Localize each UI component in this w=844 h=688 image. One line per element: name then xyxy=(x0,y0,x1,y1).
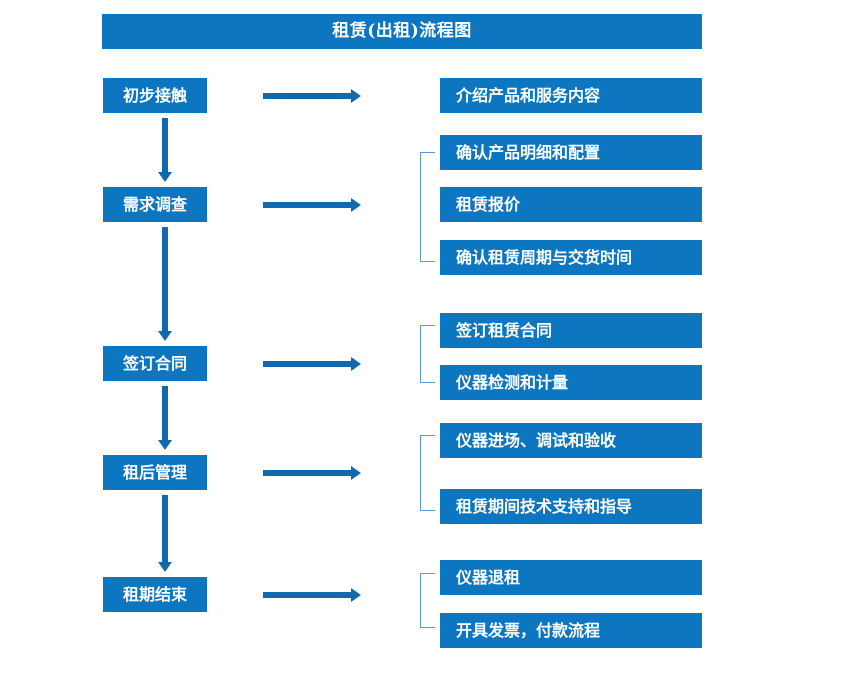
detail-label: 仪器退租 xyxy=(456,567,521,587)
detail-box-instrument-return[interactable]: 仪器退租 xyxy=(440,560,702,595)
detail-label: 仪器进场、调试和验收 xyxy=(456,430,617,450)
stage-box-initial-contact[interactable]: 初步接触 xyxy=(103,78,207,113)
page-title: 租赁(出租)流程图 xyxy=(332,21,472,41)
stage-label: 需求调查 xyxy=(122,194,187,214)
stage-box-lease-end[interactable]: 租期结束 xyxy=(103,577,207,612)
detail-label: 租赁报价 xyxy=(456,194,521,214)
detail-box-confirm-period-delivery[interactable]: 确认租赁周期与交货时间 xyxy=(440,240,702,275)
detail-label: 介绍产品和服务内容 xyxy=(456,85,601,105)
stage-box-sign-contract[interactable]: 签订合同 xyxy=(103,346,207,381)
down-arrow-icon-1 xyxy=(158,118,172,182)
arrow-shaft xyxy=(162,495,168,562)
arrow-shaft xyxy=(263,93,351,99)
arrow-shaft xyxy=(162,227,168,331)
detail-box-rental-quote[interactable]: 租赁报价 xyxy=(440,187,702,222)
stage-label: 初步接触 xyxy=(122,85,187,105)
detail-label: 开具发票，付款流程 xyxy=(456,620,601,640)
arrow-head xyxy=(158,562,172,572)
right-arrow-icon-1 xyxy=(263,89,361,103)
down-arrow-icon-4 xyxy=(158,495,172,572)
right-arrow-icon-3 xyxy=(263,357,361,371)
arrow-shaft xyxy=(162,386,168,440)
group-bracket-sign-contract xyxy=(420,325,435,383)
right-arrow-icon-4 xyxy=(263,466,361,480)
arrow-head xyxy=(158,172,172,182)
arrow-shaft xyxy=(263,470,351,476)
arrow-head xyxy=(351,198,361,212)
detail-box-sign-rental-contract[interactable]: 签订租赁合同 xyxy=(440,313,702,348)
arrow-shaft xyxy=(263,592,351,598)
detail-box-instrument-inspection[interactable]: 仪器检测和计量 xyxy=(440,365,702,400)
stage-box-post-rental-management[interactable]: 租后管理 xyxy=(103,455,207,490)
detail-label: 租赁期间技术支持和指导 xyxy=(456,496,633,516)
detail-label: 确认租赁周期与交货时间 xyxy=(456,247,633,267)
group-bracket-post-rental-management xyxy=(420,435,435,511)
detail-box-invoice-payment[interactable]: 开具发票，付款流程 xyxy=(440,613,702,648)
flowchart-title-banner: 租赁(出租)流程图 xyxy=(102,14,702,49)
right-arrow-icon-5 xyxy=(263,588,361,602)
group-bracket-needs-survey xyxy=(420,152,435,262)
arrow-head xyxy=(158,440,172,450)
right-arrow-icon-2 xyxy=(263,198,361,212)
stage-box-needs-survey[interactable]: 需求调查 xyxy=(103,187,207,222)
arrow-head xyxy=(351,357,361,371)
arrow-head xyxy=(351,466,361,480)
arrow-shaft xyxy=(263,361,351,367)
detail-box-technical-support[interactable]: 租赁期间技术支持和指导 xyxy=(440,489,702,524)
stage-label: 租期结束 xyxy=(122,584,187,604)
detail-label: 仪器检测和计量 xyxy=(456,372,569,392)
down-arrow-icon-3 xyxy=(158,386,172,450)
arrow-shaft xyxy=(162,118,168,172)
arrow-shaft xyxy=(263,202,351,208)
arrow-head xyxy=(351,588,361,602)
detail-box-confirm-product-spec[interactable]: 确认产品明细和配置 xyxy=(440,135,702,170)
arrow-head xyxy=(351,89,361,103)
group-bracket-lease-end xyxy=(420,573,435,628)
detail-box-introduce-products[interactable]: 介绍产品和服务内容 xyxy=(440,78,702,113)
detail-label: 签订租赁合同 xyxy=(456,320,553,340)
detail-label: 确认产品明细和配置 xyxy=(456,142,601,162)
detail-box-instrument-entry-commissioning[interactable]: 仪器进场、调试和验收 xyxy=(440,423,702,458)
down-arrow-icon-2 xyxy=(158,227,172,341)
arrow-head xyxy=(158,331,172,341)
stage-label: 签订合同 xyxy=(122,353,187,373)
stage-label: 租后管理 xyxy=(122,462,187,482)
